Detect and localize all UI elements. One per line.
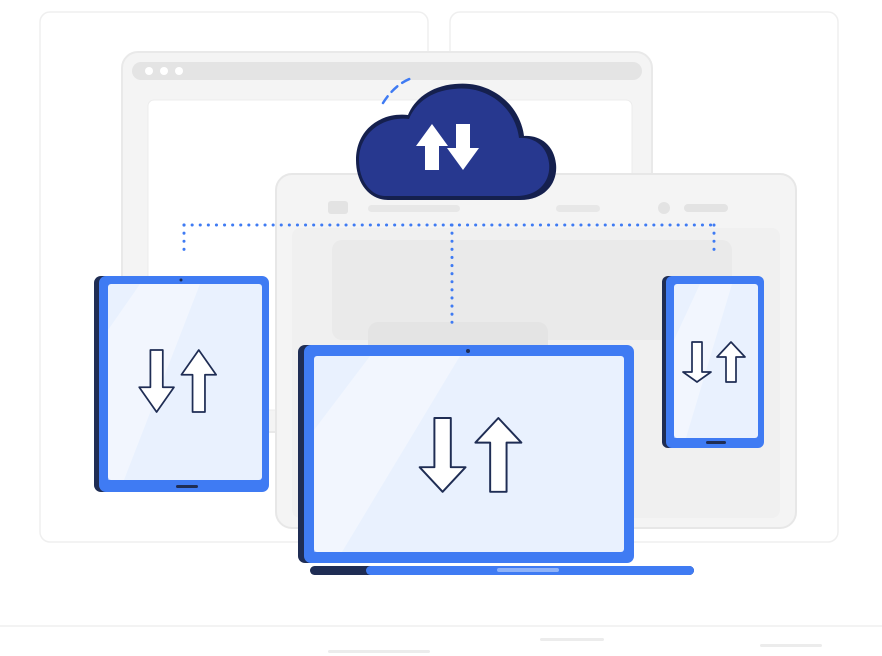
- up-down-arrows-icon: [138, 349, 217, 413]
- up-down-arrows-icon: [682, 341, 746, 383]
- window-dot-3: [175, 67, 183, 75]
- header-placeholder-bar-3: [684, 204, 728, 212]
- header-placeholder-square: [328, 201, 348, 214]
- content-placeholder-panel: [332, 240, 732, 340]
- window-dot-2: [160, 67, 168, 75]
- tablet-screen: [108, 284, 262, 480]
- phone-device: [662, 276, 764, 448]
- tablet-device: [94, 276, 269, 492]
- back-browser-address-bar: [132, 62, 642, 80]
- laptop-trackpad-notch: [497, 568, 559, 572]
- cloud-up-arrow-icon: [416, 124, 448, 170]
- header-placeholder-bar: [368, 205, 460, 212]
- laptop-device: [298, 345, 694, 575]
- connector-lines: [182, 223, 716, 332]
- phone-screen: [674, 284, 758, 438]
- cloud-down-arrow-icon: [447, 124, 479, 170]
- bottom-placeholder-1: [328, 650, 430, 653]
- cloud-sync-icon: [356, 76, 557, 200]
- header-placeholder-bar-2: [556, 205, 600, 212]
- bottom-placeholder-3: [760, 644, 822, 647]
- tablet-home-bar: [176, 485, 198, 488]
- header-placeholder-avatar: [658, 202, 670, 214]
- window-dot-1: [145, 67, 153, 75]
- laptop-camera: [466, 349, 470, 353]
- laptop-screen: [314, 356, 624, 552]
- up-down-arrows-icon: [418, 417, 523, 493]
- phone-home-bar: [706, 441, 726, 444]
- bottom-placeholder-2: [540, 638, 604, 641]
